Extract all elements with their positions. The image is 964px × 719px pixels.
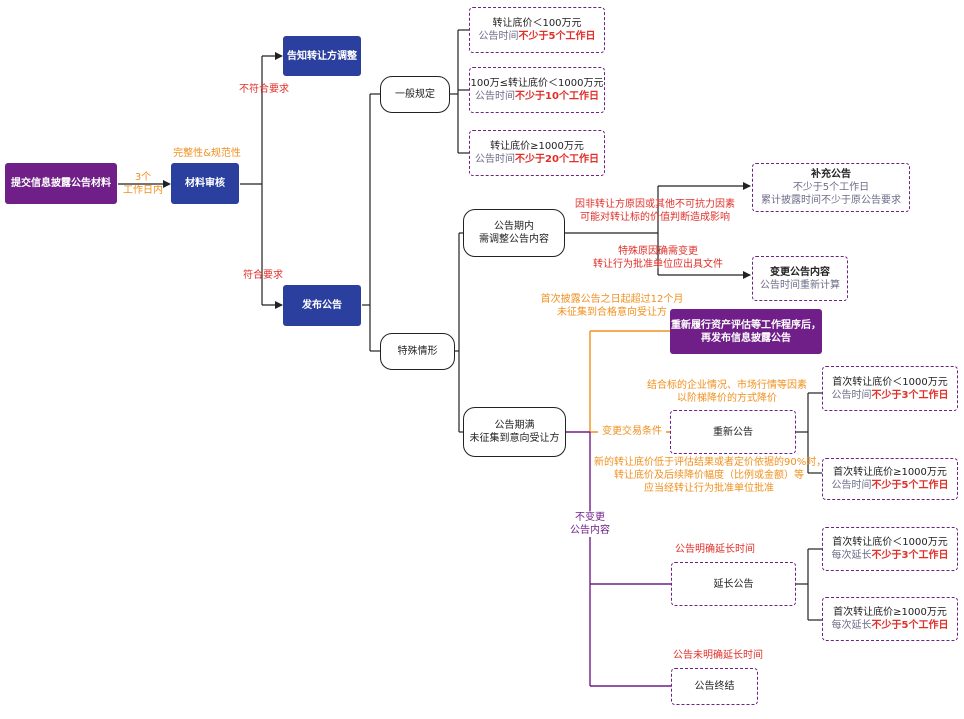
change-notice-node: 变更公告内容 公告时间重新计算 [752,256,848,301]
label-noncompliant: 不符合要求 [239,84,289,95]
general-tier2-node: 100万≤转让底价＜1000万元 公告时间不少于10个工作日 [469,67,605,113]
expired-node: 公告期满 未征集到意向受让方 [463,407,566,457]
label-three-days: 3个工作日内 [123,172,163,196]
adjust-content-node: 公告期内 需调整公告内容 [463,209,565,257]
review-node: 材料审核 [171,163,239,204]
label-special-change: 特殊原因确需变更转让行为批准单位应出具文件 [593,246,723,270]
submit-node: 提交信息披露公告材料 [5,163,117,204]
general-tier1-node: 转让底价＜100万元 公告时间不少于5个工作日 [469,7,605,53]
label-extension-defined: 公告明确延长时间 [675,544,755,555]
notify-node: 告知转让方调整 [283,36,361,76]
extend-tier1-node: 首次转让底价＜1000万元 每次延长不少于3个工作日 [822,527,958,571]
end-notice-node: 公告终结 [671,668,758,705]
renew-tier1-node: 首次转让底价＜1000万元 公告时间不少于3个工作日 [822,366,958,411]
label-extension-undefined: 公告未明确延长时间 [673,650,763,661]
renew-notice-node: 重新公告 [670,410,796,454]
label-change-terms: 变更交易条件 [598,425,666,438]
reevaluate-node: 重新履行资产评估等工作程序后， 再发布信息披露公告 [670,309,822,354]
label-force-majeure: 因非转让方原因或其他不可抗力因素可能对转让标的价值判断造成影响 [575,199,735,223]
special-case-node: 特殊情形 [380,333,455,370]
label-twelve-months: 首次披露公告之日起超过12个月未征集到合格意向受让方 [540,294,684,318]
extend-notice-node: 延长公告 [671,562,796,606]
label-no-change: 不变更公告内容 [560,511,620,537]
renew-tier2-node: 首次转让底价≥1000万元 公告时间不少于5个工作日 [822,458,958,500]
general-rule-node: 一般规定 [380,76,450,113]
supplement-notice-node: 补充公告 不少于5个工作日 累计披露时间不少于原公告要求 [752,163,910,212]
label-ninety-percent: 新的转让底价低于评估结果或者定价依据的90%时，转让底价及后续降价幅度（比例或金… [594,457,827,494]
general-tier3-node: 转让底价≥1000万元 公告时间不少于20个工作日 [469,130,605,176]
label-compliant: 符合要求 [243,270,283,281]
label-market-factors: 结合标的企业情况、市场行情等因素以阶梯降价的方式降价 [647,380,807,404]
extend-tier2-node: 首次转让底价≥1000万元 每次延长不少于5个工作日 [822,597,958,641]
publish-node: 发布公告 [283,285,361,326]
label-integrity: 完整性&规范性 [173,148,241,159]
